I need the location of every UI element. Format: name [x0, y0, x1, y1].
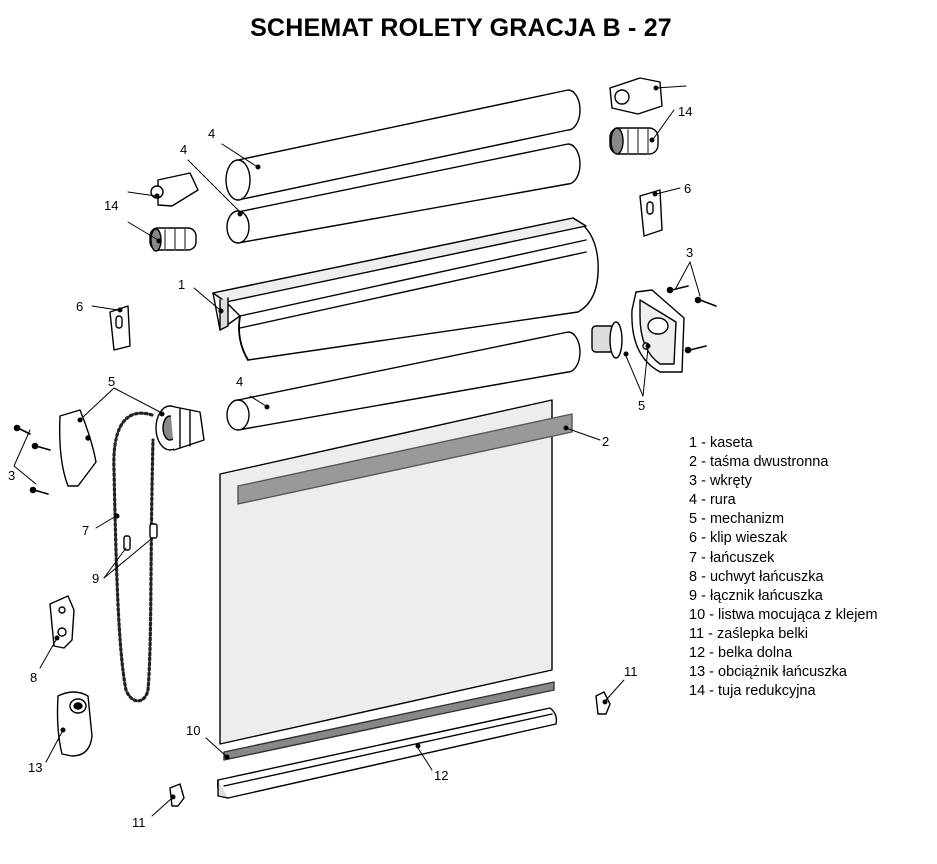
bottom-bar: [217, 707, 558, 799]
callout-tape: 2: [602, 434, 609, 449]
legend-item: 4 - rura: [689, 492, 736, 509]
legend-item: 6 - klip wieszak: [689, 530, 788, 547]
leader-lines: [13, 85, 701, 817]
mounting-strip: [223, 681, 555, 761]
legend-item: 3 - wkręty: [689, 473, 752, 490]
callout-end-cap-left: 11: [132, 815, 146, 830]
legend-item: 5 - mechanizm: [689, 511, 785, 528]
legend-item: 11 - zaślepka belki: [689, 625, 809, 642]
callout-labels: 4 4 14 14 1 6 6 3 3 5 5 4 2 7 9 8 13 10 …: [8, 104, 693, 830]
callout-chain: 7: [82, 523, 89, 538]
callout-tube-top: 4: [208, 126, 215, 141]
clip-left: [109, 305, 131, 351]
chain: [112, 411, 155, 703]
clip-right: [639, 189, 663, 237]
tube-top: [225, 89, 581, 201]
callout-bottom-bar: 12: [434, 768, 448, 783]
callout-screws-right: 3: [686, 245, 693, 260]
chain-holder: [49, 595, 75, 649]
tuja-left: [149, 172, 199, 252]
callout-screws-left: 3: [8, 468, 15, 483]
legend-item: 13 - obciążnik łańcuszka: [689, 664, 847, 681]
legend-item: 1 - kaseta: [689, 435, 753, 451]
callout-strip: 10: [186, 723, 200, 738]
callout-chain-holder: 8: [30, 670, 37, 685]
tube-lower: [226, 331, 581, 431]
legend-item: 8 - uchwyt łańcuszka: [689, 568, 824, 585]
parts-legend: 1 - kaseta 2 - taśma dwustronna 3 - wkręty…: [689, 434, 878, 701]
callout-cassette: 1: [178, 277, 185, 292]
tuja-right: [609, 77, 663, 155]
tube-middle: [226, 143, 581, 244]
chain-connector: [123, 523, 158, 551]
legend-item: 9 - łącznik łańcuszka: [689, 587, 823, 604]
screws-right: [666, 285, 717, 354]
callout-clip-right: 6: [684, 181, 691, 196]
callout-tuja-left: 14: [104, 198, 118, 213]
legend-item: 7 - łańcuszek: [689, 549, 775, 566]
legend-item: 12 - belka dolna: [689, 645, 793, 662]
legend-item: 2 - taśma dwustronna: [689, 454, 829, 471]
end-cap-left: [169, 783, 185, 807]
chain-weight: [56, 691, 93, 757]
callout-tube-middle: 4: [180, 142, 187, 157]
callout-clip-left: 6: [76, 299, 83, 314]
double-sided-tape: [237, 413, 573, 505]
callout-mechanism-left: 5: [108, 374, 115, 389]
mechanism-left: [59, 405, 205, 487]
legend-item: 14 - tuja redukcyjna: [689, 683, 816, 700]
callout-weight: 13: [28, 760, 42, 775]
diagram-title: SCHEMAT ROLETY GRACJA B - 27: [250, 14, 672, 42]
callout-end-cap-right: 11: [624, 664, 638, 679]
callout-mechanism-right: 5: [638, 398, 645, 413]
screws-left: [13, 424, 51, 495]
callout-tuja-right: 14: [678, 104, 692, 119]
cassette: [212, 217, 599, 361]
mechanism-right: [591, 289, 685, 373]
callout-tube-lower: 4: [236, 374, 243, 389]
callout-connector: 9: [92, 571, 99, 586]
legend-item: 10 - listwa mocująca z klejem: [689, 606, 878, 623]
